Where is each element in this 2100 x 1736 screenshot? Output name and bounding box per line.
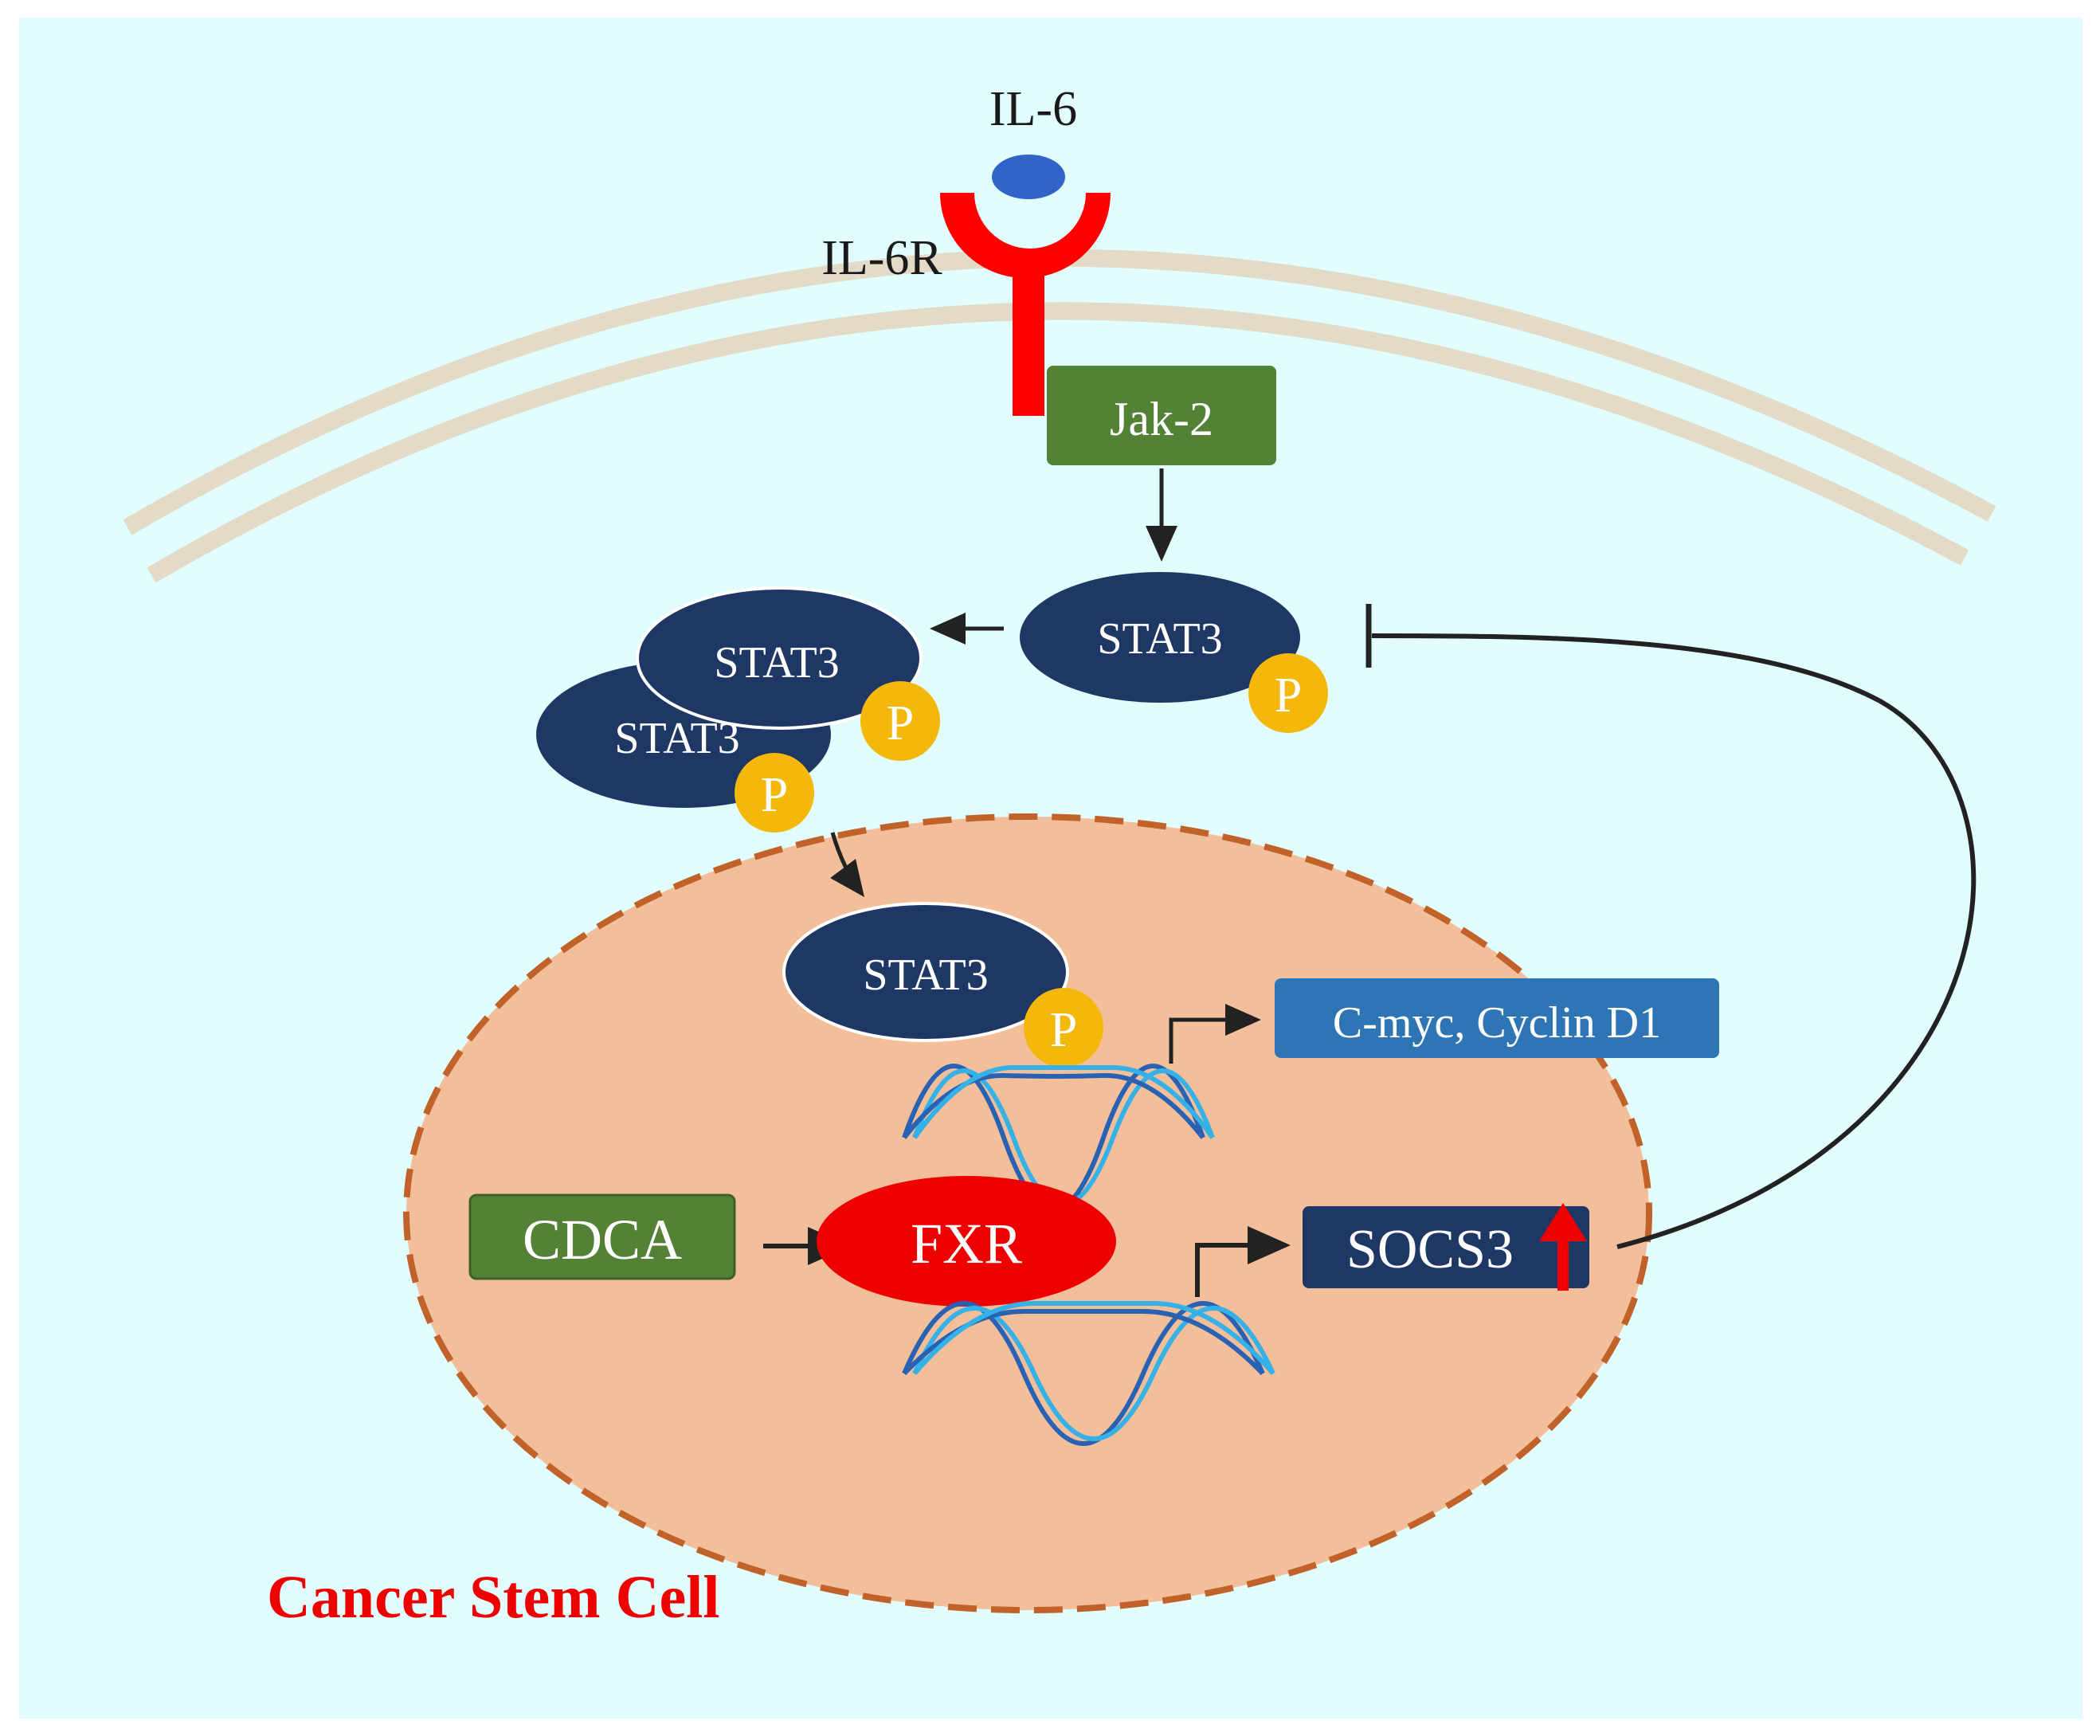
socs3-box [1303,1206,1589,1288]
up-arrow-icon [1539,1203,1587,1291]
jak2-box [1047,366,1276,465]
stat3-dimer-front-phospho [860,681,940,761]
stat3-top-phospho-label: P [1275,668,1302,723]
fxr-label: FXR [911,1212,1022,1276]
stat3-top-phospho [1248,653,1328,733]
stat3-dimer-front [636,586,923,730]
cdca-box [468,1193,736,1280]
socs3-label: SOCS3 [1346,1219,1514,1280]
stat3-dimer-front-phospho-label: P [887,696,914,750]
cancer-stem-cell-label: Cancer Stem Cell [267,1564,719,1631]
stat3-dimer-back-phospho-label: P [761,768,788,822]
stat3-nuclear [782,902,1069,1042]
il6-label: IL-6 [989,82,1077,136]
il6r-label: IL-6R [821,231,942,285]
stat3-top [1020,572,1300,703]
targets-box [1275,978,1719,1058]
arrow-dimer-to-nucleus [830,832,864,898]
receptor-cup [940,193,1111,278]
stat3-top-label: STAT3 [1097,614,1222,664]
arrow-transcription-socs3 [1195,1226,1291,1297]
stat3-nuclear-phospho-label: P [1050,1003,1077,1057]
cdca-label: CDCA [523,1208,682,1272]
il6-ligand [992,155,1065,199]
dna-helix-lower [902,1300,1275,1446]
fxr [817,1176,1116,1307]
stat3-dimer-back-phospho [735,753,814,833]
stat3-dimer-front-label: STAT3 [714,638,839,688]
stat3-nuclear-phospho [1024,988,1103,1068]
inhibition-feedback-curve [1371,633,1977,1249]
stat3-nuclear-label: STAT3 [863,950,988,1000]
receptor-stem [1013,263,1044,416]
membrane-inner-line [147,302,1969,583]
arrow-transcription-targets [1169,1004,1261,1064]
targets-label: C-myc, Cyclin D1 [1333,998,1661,1048]
jak2-label: Jak-2 [1110,393,1213,445]
il6-receptor [940,193,1111,416]
